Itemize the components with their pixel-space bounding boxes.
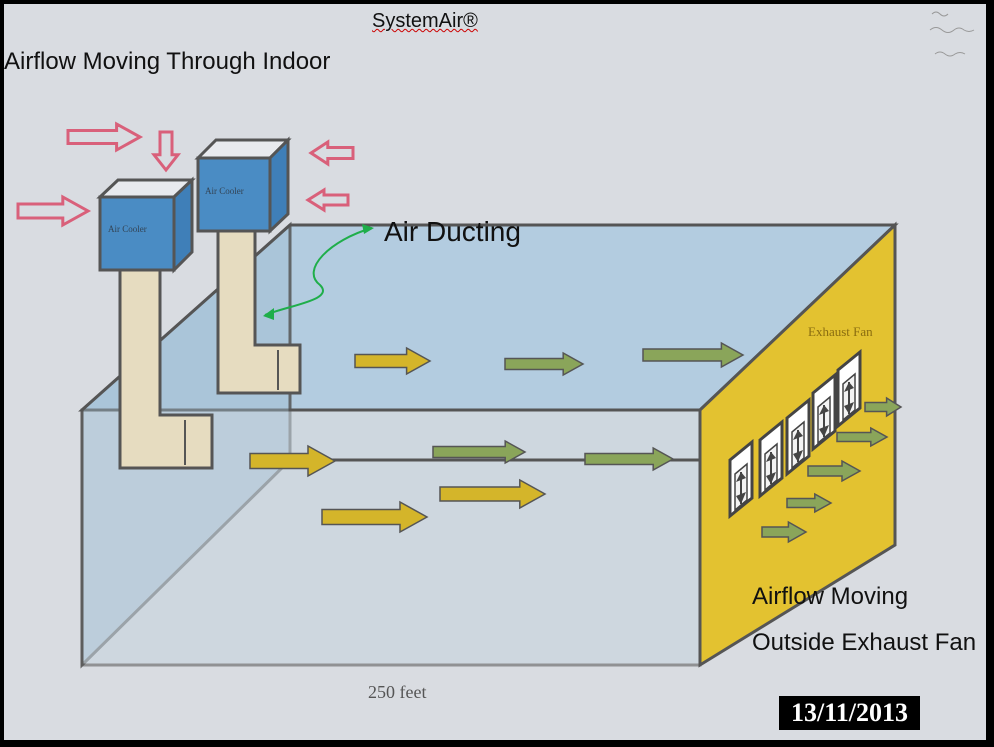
- air-ducting-label: Air Ducting: [384, 216, 521, 247]
- pink-intake-arrow-icon: [66, 121, 144, 153]
- pink-intake-arrow-icon: [16, 194, 92, 228]
- brand-title: SystemAir®: [372, 10, 478, 32]
- pink-intake-arrow-icon: [305, 187, 350, 213]
- exhaust-fan-icon: [811, 371, 837, 453]
- air-cooler-1: Air Cooler: [96, 176, 196, 274]
- outside-airflow-label: Airflow Moving Outside Exhaust Fan: [752, 583, 977, 656]
- green-airflow-arrow-icon: [786, 492, 833, 514]
- exhaust-fan-icon: [836, 348, 862, 430]
- pointer-arrowhead-icon: [362, 224, 374, 234]
- pink-intake-arrow-icon: [308, 139, 355, 167]
- length-label: 250 feet: [368, 682, 427, 702]
- green-airflow-arrow-icon: [584, 446, 675, 472]
- air-cooler-label: Air Cooler: [205, 186, 244, 196]
- green-airflow-arrow-icon: [761, 520, 808, 544]
- green-airflow-arrow-icon: [807, 459, 862, 483]
- exhaust-fan-icon: [728, 438, 754, 520]
- yellow-airflow-arrow-icon: [439, 478, 547, 510]
- handwritten-note: [929, 11, 975, 57]
- exhaust-fan-label: Exhaust Fan: [808, 324, 873, 339]
- exhaust-fan-icon: [758, 418, 784, 500]
- green-airflow-arrow-icon: [836, 426, 889, 448]
- green-airflow-arrow-icon: [642, 341, 745, 369]
- exhaust-fans: [728, 348, 862, 520]
- yellow-airflow-arrow-icon: [249, 444, 337, 478]
- date-stamp: 13/11/2013: [779, 696, 921, 730]
- yellow-airflow-arrow-icon: [354, 346, 432, 376]
- air-ducting-pointer: [264, 227, 373, 316]
- air-cooler-2: Air Cooler: [194, 136, 292, 235]
- exhaust-fan-icon: [785, 396, 811, 478]
- green-airflow-arrow-icon: [504, 351, 585, 377]
- air-cooler-label: Air Cooler: [108, 224, 147, 234]
- green-airflow-arrow-icon: [432, 439, 527, 465]
- yellow-airflow-arrow-icon: [321, 500, 429, 534]
- airflow-arrows: [16, 121, 903, 544]
- indoor-airflow-label: Airflow Moving Through Indoor: [4, 48, 331, 75]
- pointer-arrowhead-icon: [263, 308, 274, 320]
- pink-intake-arrow-icon: [150, 130, 182, 173]
- green-airflow-arrow-icon: [864, 396, 903, 418]
